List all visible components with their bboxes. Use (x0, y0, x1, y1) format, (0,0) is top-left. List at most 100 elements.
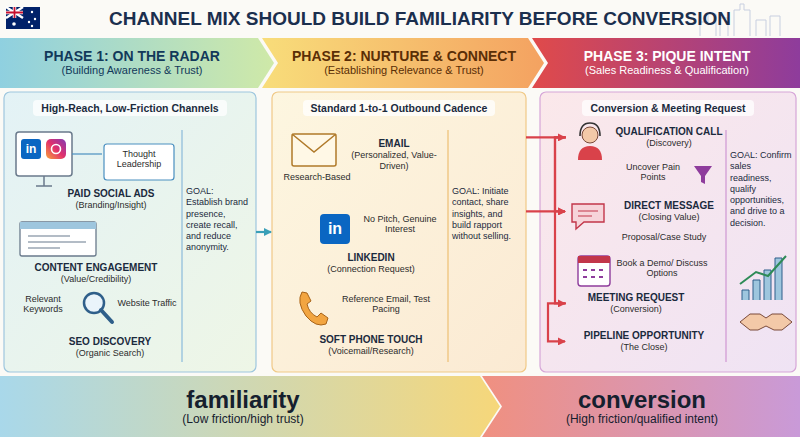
flag-star (34, 18, 36, 20)
goal-text: GOAL: Confirm sales readiness, qualify o… (730, 150, 794, 229)
channel-item: MEETING REQUEST(Conversion) (566, 292, 706, 315)
browser-icon (20, 222, 96, 256)
magnifier-handle (101, 310, 112, 322)
panel-header: High-Reach, Low-Friction Channels (33, 100, 226, 116)
linkedin-logo (320, 214, 350, 244)
flag-star (28, 21, 30, 23)
thought-leadership-window (104, 144, 174, 180)
phase-subtitle: (Establishing Relevance & Trust) (324, 64, 484, 77)
headset (580, 123, 600, 136)
channel-item: QUALIFICATION CALL(Discovery) (566, 126, 726, 149)
note-label: Proposal/Case Study (614, 232, 714, 242)
channel-name: PAID SOCIAL ADS (36, 188, 186, 200)
envelope-flap (292, 134, 336, 152)
connector-arrow (256, 231, 271, 233)
channel-note: (Discovery) (612, 138, 726, 149)
chevron (0, 376, 500, 437)
channel-name: LINKEDIN (296, 252, 446, 264)
stage-subtitle: (High friction/qualified intent) (566, 412, 718, 426)
calendar-days (583, 270, 603, 277)
phase-banner: PHASE 3: PIQUE INTENT(Sales Readiness & … (532, 38, 800, 88)
phase-subtitle: (Building Awareness & Trust) (61, 64, 202, 77)
connector-arrow (548, 303, 566, 341)
phase-title: PHASE 2: NURTURE & CONNECT (292, 48, 516, 64)
channel-item: PAID SOCIAL ADS(Branding/Insight) (36, 188, 186, 211)
phase-banner: PHASE 1: ON THE RADAR(Building Awareness… (0, 38, 274, 88)
panel-header-row: Standard 1-to-1 Outbound Cadence (272, 98, 526, 116)
divider (181, 130, 183, 362)
chat-lines (578, 211, 598, 216)
panel-ground (4, 92, 256, 372)
calendar-bar (578, 256, 610, 263)
channel-name: EMAIL (342, 138, 446, 150)
channel-name: SOFT PHONE TOUCH (296, 334, 446, 346)
channel-name: CONTENT ENGAGEMENT (10, 262, 182, 274)
goal-text: GOAL: Establish brand presence, create r… (186, 186, 252, 254)
icons (6, 4, 792, 362)
flag-star (31, 11, 33, 13)
logo-text: in (320, 221, 350, 237)
note-label: Relevant Keywords (10, 294, 76, 315)
panel-header-row: High-Reach, Low-Friction Channels (4, 98, 256, 116)
connector-arrow (555, 137, 566, 303)
stage-subtitle: (Low friction/high trust) (182, 412, 303, 426)
link-line (72, 153, 102, 154)
panel-header: Conversion & Meeting Request (582, 100, 753, 116)
agent-body (578, 146, 602, 160)
phase-subtitle: (Sales Readiness & Qualification) (585, 64, 749, 77)
channel-item: LINKEDIN(Connection Request) (296, 252, 446, 275)
channel-item: PIPELINE OPPORTUNITY(The Close) (566, 330, 722, 353)
channel-note: (Conversion) (566, 304, 706, 315)
channel-item: SOFT PHONE TOUCH(Voicemail/Research) (296, 334, 446, 357)
flag-star (31, 25, 33, 27)
funnel-icon (694, 166, 712, 184)
phase-banner: PHASE 2: NURTURE & CONNECT(Establishing … (262, 38, 544, 88)
divider (725, 130, 727, 362)
panel-header: Standard 1-to-1 Outbound Cadence (303, 100, 496, 116)
channel-item: DIRECT MESSAGE(Closing Value) (566, 200, 726, 223)
channel-note: (Branding/Insight) (36, 200, 186, 211)
phone-icon (300, 292, 328, 325)
chat-icon (572, 204, 604, 229)
handshake-icon (740, 314, 792, 330)
note-label: Reference Email, Test Pacing (334, 294, 438, 315)
note-label: Research-Based (276, 172, 358, 182)
channel-name: PIPELINE OPPORTUNITY (566, 330, 722, 342)
title: CHANNEL MIX SHOULD BUILD FAMILIARITY BEF… (46, 8, 794, 30)
stage-band: familiarity(Low friction/high trust) (0, 376, 500, 437)
channel-name: MEETING REQUEST (566, 292, 706, 304)
flag-star (12, 22, 16, 26)
goal-text: GOAL: Initiate contact, share insights, … (452, 186, 522, 242)
chevron (532, 38, 800, 88)
channel-note: (The Close) (566, 342, 722, 353)
note-label: Book a Demo/ Discuss Options (614, 258, 710, 279)
flag-cross (6, 7, 23, 18)
connector-arrow (555, 137, 566, 211)
channel-name: DIRECT MESSAGE (612, 200, 726, 212)
chevron (482, 376, 800, 437)
channel-item: CONTENT ENGAGEMENT(Value/Credibility) (10, 262, 182, 285)
divider (447, 130, 449, 362)
note-label: No Pitch, Genuine Interest (362, 214, 438, 235)
channel-note: (Personalized, Value-Driven) (342, 150, 446, 172)
flag (6, 7, 40, 29)
logo-text: in (21, 143, 41, 155)
chevron (262, 38, 544, 88)
agent-head (582, 127, 598, 143)
channel-note: (Connection Request) (296, 264, 446, 275)
stage-band: conversion(High friction/qualified inten… (482, 376, 800, 437)
channel-name: QUALIFICATION CALL (612, 126, 726, 138)
envelope-icon (292, 134, 336, 166)
linkedin-logo (21, 139, 41, 159)
note-label: Website Traffic (116, 298, 178, 308)
channel-note: (Closing Value) (612, 212, 726, 223)
channel-note: (Organic Search) (40, 348, 180, 359)
channel-note: (Value/Credibility) (10, 274, 182, 285)
trend-line (740, 256, 786, 284)
panel-ground (540, 92, 796, 372)
instagram-logo (52, 145, 61, 154)
browser-bar (20, 222, 96, 229)
channel-note: (Voicemail/Research) (296, 346, 446, 357)
calendar-icon (578, 256, 610, 286)
browser-lines (28, 236, 86, 248)
